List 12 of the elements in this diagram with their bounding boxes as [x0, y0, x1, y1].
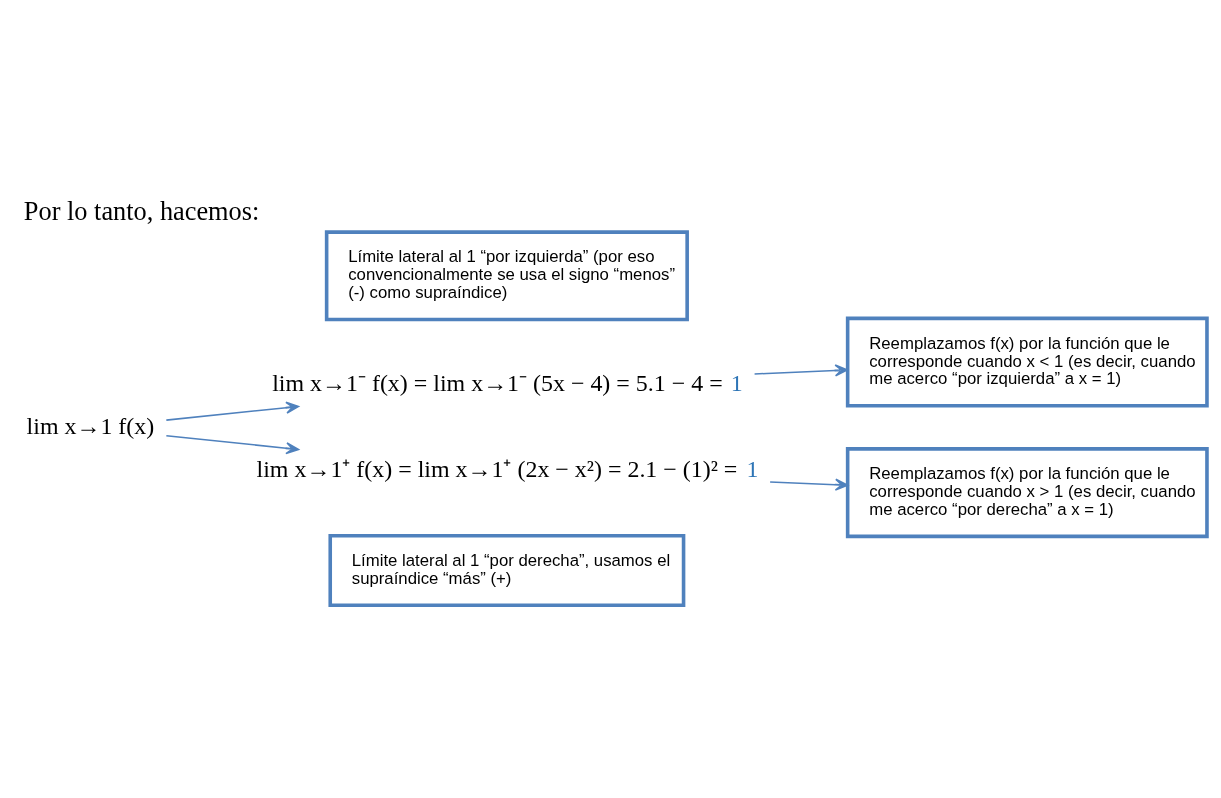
- node-box: Reemplazamos f(x) por la función que le corresponde cuando x < 1 (es decir, cuando me acerco “por izquierda” a x = 1): [845, 316, 1209, 408]
- node-box: Límite lateral al 1 “por izquierda” (por eso convencionalmente se usa el signo “menos” (-) como supraíndice): [324, 229, 689, 321]
- diagram-title: Por lo tanto, hacemos:: [23, 196, 260, 226]
- node-box: Reemplazamos f(x) por la función que le corresponde cuando x > 1 (es decir, cuando me acerco “por derecha” a x = 1): [845, 446, 1209, 538]
- arrow: [165, 434, 300, 454]
- node-text: lim x→1 f(x): [26, 412, 155, 439]
- arrow: [769, 478, 849, 491]
- arrow: [753, 363, 849, 377]
- node-box: Límite lateral al 1 “por derecha”, usamos el supraíndice “más” (+): [328, 533, 686, 607]
- node-text: lim x→1⁺ f(x) = lim x→1⁺ (2x − x²) = 2.1 − (1)² = 1: [256, 455, 759, 482]
- node-text: lim x→1⁻ f(x) = lim x→1⁻ (5x − 4) = 5.1 − 4 = 1: [272, 369, 743, 396]
- arrow: [165, 401, 300, 421]
